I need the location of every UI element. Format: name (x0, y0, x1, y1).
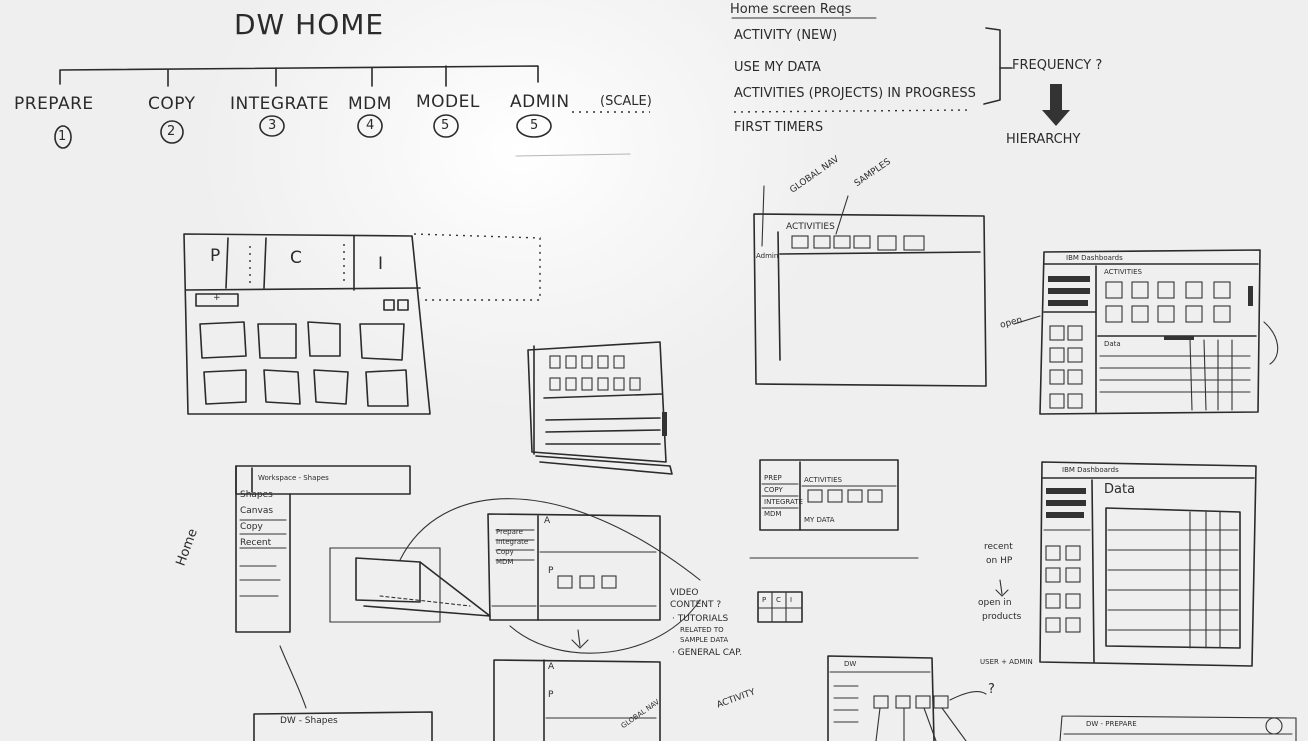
my-data-label: MY DATA (804, 516, 835, 524)
requirement-item: FIRST TIMERS (734, 120, 824, 135)
pci-cell: I (790, 596, 793, 604)
video-note-line: CONTENT ? (670, 600, 722, 610)
middle-menu-item: Copy (496, 548, 514, 556)
flow-step-copy: COPY (148, 94, 196, 114)
flow-step-mdm: MDM (348, 94, 392, 114)
dw-label: DW (844, 660, 857, 668)
flow-number-6: 5 (530, 118, 539, 133)
tab-integrate: I (378, 254, 384, 274)
flow-step-model: MODEL (416, 92, 480, 112)
admin-side-label: Admin (756, 252, 779, 260)
video-note-line: VIDEO (670, 588, 699, 598)
page-title: DW HOME (234, 8, 385, 41)
video-note-line: · GENERAL CAP. (672, 648, 743, 658)
dashboard-activities-label: ACTIVITIES (1104, 268, 1142, 276)
video-note-line: SAMPLE DATA (680, 636, 729, 644)
add-icon: + (213, 293, 221, 303)
recent-note: on HP (986, 556, 1013, 566)
user-admin-note: USER + ADMIN (980, 658, 1033, 666)
dashboard-data-label: Data (1104, 340, 1121, 348)
data-panel-title: IBM Dashboards (1062, 466, 1119, 474)
activities-small-menu: MDM (764, 510, 782, 518)
video-note-line: · TUTORIALS (672, 614, 729, 624)
dw-prepare-title: DW - PREPARE (1086, 720, 1137, 728)
shapes-menu-item: Shapes (240, 490, 273, 500)
frequency-label: FREQUENCY ? (1012, 58, 1103, 73)
bottom-label-p: P (548, 690, 554, 700)
flow-number-5: 5 (441, 118, 450, 133)
pci-cell: P (762, 596, 767, 604)
flow-scale-note: (SCALE) (600, 94, 652, 109)
dashboard-title: IBM Dashboards (1066, 254, 1123, 262)
tab-prepare: P (210, 246, 221, 266)
flow-number-3: 3 (268, 118, 277, 133)
video-note-line: RELATED TO (680, 626, 724, 634)
bottom-label-a: A (548, 662, 555, 672)
middle-menu-item: Integrate (496, 538, 529, 546)
data-panel-label: Data (1104, 482, 1136, 497)
requirement-item: USE MY DATA (734, 60, 821, 75)
shapes-menu-item: Copy (240, 522, 263, 532)
flow-step-integrate: INTEGRATE (230, 94, 330, 114)
tab-copy: C (290, 248, 303, 268)
requirements-heading: Home screen Reqs (730, 2, 852, 17)
flow-number-4: 4 (366, 118, 375, 133)
flow-step-prepare: PREPARE (14, 94, 94, 114)
flow-step-admin: ADMIN (510, 92, 570, 112)
middle-label-p: P (548, 566, 554, 576)
open-products-note: open in (978, 598, 1012, 608)
open-products-note: products (982, 612, 1022, 622)
recent-note: recent (984, 542, 1013, 552)
activities-small-menu: COPY (764, 486, 783, 494)
flow-number-1: 1 (58, 129, 67, 144)
shapes-menu-item: Canvas (240, 506, 274, 516)
pci-cell: C (776, 596, 781, 604)
hierarchy-label: HIERARCHY (1006, 132, 1081, 147)
activities-small-label: ACTIVITIES (804, 476, 842, 484)
dw-shapes-title: DW - Shapes (280, 716, 338, 726)
flow-number-2: 2 (167, 124, 176, 139)
requirement-item: ACTIVITY (NEW) (734, 28, 838, 43)
middle-menu-item: MDM (496, 558, 514, 566)
workspace-title: Workspace - Shapes (258, 474, 329, 482)
requirement-item: ACTIVITIES (PROJECTS) IN PROGRESS (734, 86, 976, 101)
question-note: ? (988, 682, 995, 697)
activities-small-menu: PREP (764, 474, 782, 482)
middle-menu-item: Prepare (496, 528, 523, 536)
activities-small-menu: INTEGRATE (764, 498, 803, 506)
shapes-menu-item: Recent (240, 538, 272, 548)
activities-label: ACTIVITIES (786, 222, 835, 232)
middle-label-a: A (544, 516, 551, 526)
